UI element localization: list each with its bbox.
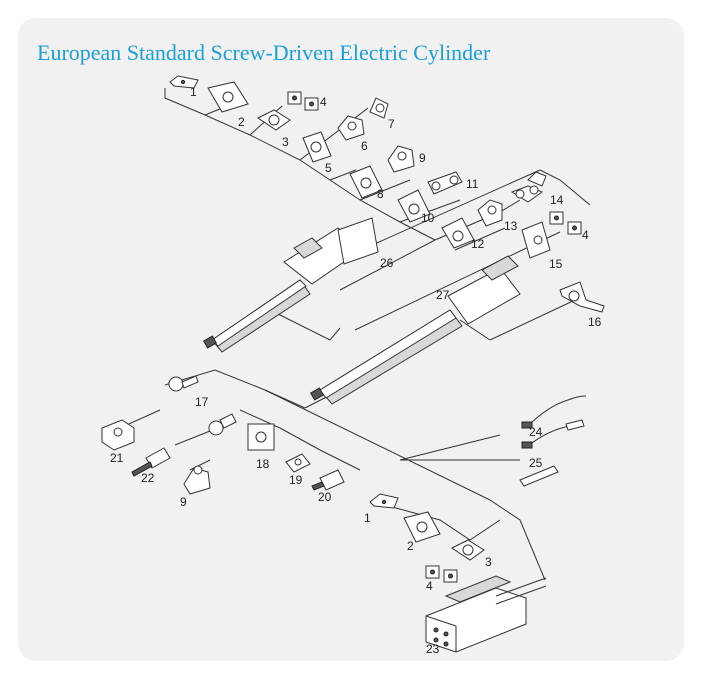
ball-joint bbox=[208, 413, 237, 436]
part-21-clevis-block bbox=[101, 419, 135, 451]
label-22: 22 bbox=[141, 471, 155, 485]
label-21: 21 bbox=[110, 451, 124, 465]
label-18: 18 bbox=[256, 457, 270, 471]
part-6-pivot-bracket bbox=[337, 115, 365, 141]
label-12: 12 bbox=[471, 237, 485, 251]
label-13: 13 bbox=[504, 219, 518, 233]
part-1-foot-bracket bbox=[169, 75, 199, 89]
label-2: 2 bbox=[238, 115, 245, 129]
part-10-flange bbox=[397, 189, 431, 223]
part-7-clevis bbox=[369, 97, 389, 119]
label-8: 8 bbox=[377, 187, 384, 201]
label-4-lower: 4 bbox=[426, 579, 433, 593]
label-27: 27 bbox=[436, 288, 450, 302]
label-15: 15 bbox=[549, 257, 563, 271]
part-25-sensor bbox=[519, 419, 585, 487]
label-6: 6 bbox=[361, 139, 368, 153]
label-23: 23 bbox=[426, 642, 440, 656]
part-number-labels: 1 2 3 4 5 6 7 8 9 10 11 12 13 14 4 15 16… bbox=[110, 85, 602, 656]
part-4-blocks bbox=[287, 91, 319, 111]
label-9-lower: 9 bbox=[180, 495, 187, 509]
label-4: 4 bbox=[320, 95, 327, 109]
label-3: 3 bbox=[282, 135, 289, 149]
part-22-threaded-clevis bbox=[131, 447, 171, 477]
part-12-flange bbox=[441, 217, 475, 249]
label-19: 19 bbox=[289, 473, 303, 487]
part-8-flange bbox=[349, 165, 383, 199]
part-16-foot-mount bbox=[559, 281, 605, 313]
label-4-right: 4 bbox=[582, 228, 589, 242]
label-26: 26 bbox=[380, 256, 394, 270]
part-2-flange-plate bbox=[207, 81, 249, 113]
part-5-flange bbox=[302, 131, 332, 163]
part-1-foot-bracket-lower bbox=[369, 493, 399, 509]
page-title: European Standard Screw-Driven Electric … bbox=[37, 40, 491, 65]
part-11-double-clevis bbox=[427, 171, 463, 195]
part-27-electric-cylinder bbox=[309, 255, 521, 405]
part-3-trunnion bbox=[257, 109, 291, 131]
part-13-pivot bbox=[477, 199, 503, 227]
label-7: 7 bbox=[388, 117, 395, 131]
part-9-pivot-bracket-lower bbox=[183, 465, 211, 495]
part-20-coupling bbox=[311, 469, 345, 491]
label-1: 1 bbox=[190, 85, 197, 99]
part-17-rod-end bbox=[168, 375, 199, 392]
label-14: 14 bbox=[550, 193, 564, 207]
part-19-clevis bbox=[285, 453, 311, 473]
label-11: 11 bbox=[466, 177, 479, 191]
part-9-pivot-bracket bbox=[387, 145, 415, 173]
label-5: 5 bbox=[325, 161, 332, 175]
part-3-trunnion-lower bbox=[451, 539, 485, 561]
label-25: 25 bbox=[529, 456, 543, 470]
part-14-trunnion-bearing bbox=[510, 171, 547, 203]
part-4-blocks-right bbox=[549, 211, 582, 235]
label-20: 20 bbox=[318, 490, 332, 504]
label-1-lower: 1 bbox=[364, 511, 371, 525]
label-10: 10 bbox=[421, 211, 435, 225]
part-26-electric-cylinder bbox=[202, 217, 379, 353]
label-3-lower: 3 bbox=[485, 555, 492, 569]
part-24-sensor bbox=[521, 395, 587, 429]
label-2-lower: 2 bbox=[407, 539, 414, 553]
part-23-guide-unit bbox=[425, 575, 547, 653]
part-4-blocks-lower bbox=[425, 565, 458, 583]
label-16: 16 bbox=[588, 315, 602, 329]
label-24: 24 bbox=[529, 425, 543, 439]
part-18-flange-plate bbox=[247, 423, 275, 451]
part-2-flange-plate-lower bbox=[403, 511, 441, 543]
leader-lines bbox=[119, 88, 591, 581]
label-9: 9 bbox=[419, 151, 426, 165]
label-17: 17 bbox=[195, 395, 209, 409]
part-15-mounting-block bbox=[521, 221, 551, 259]
